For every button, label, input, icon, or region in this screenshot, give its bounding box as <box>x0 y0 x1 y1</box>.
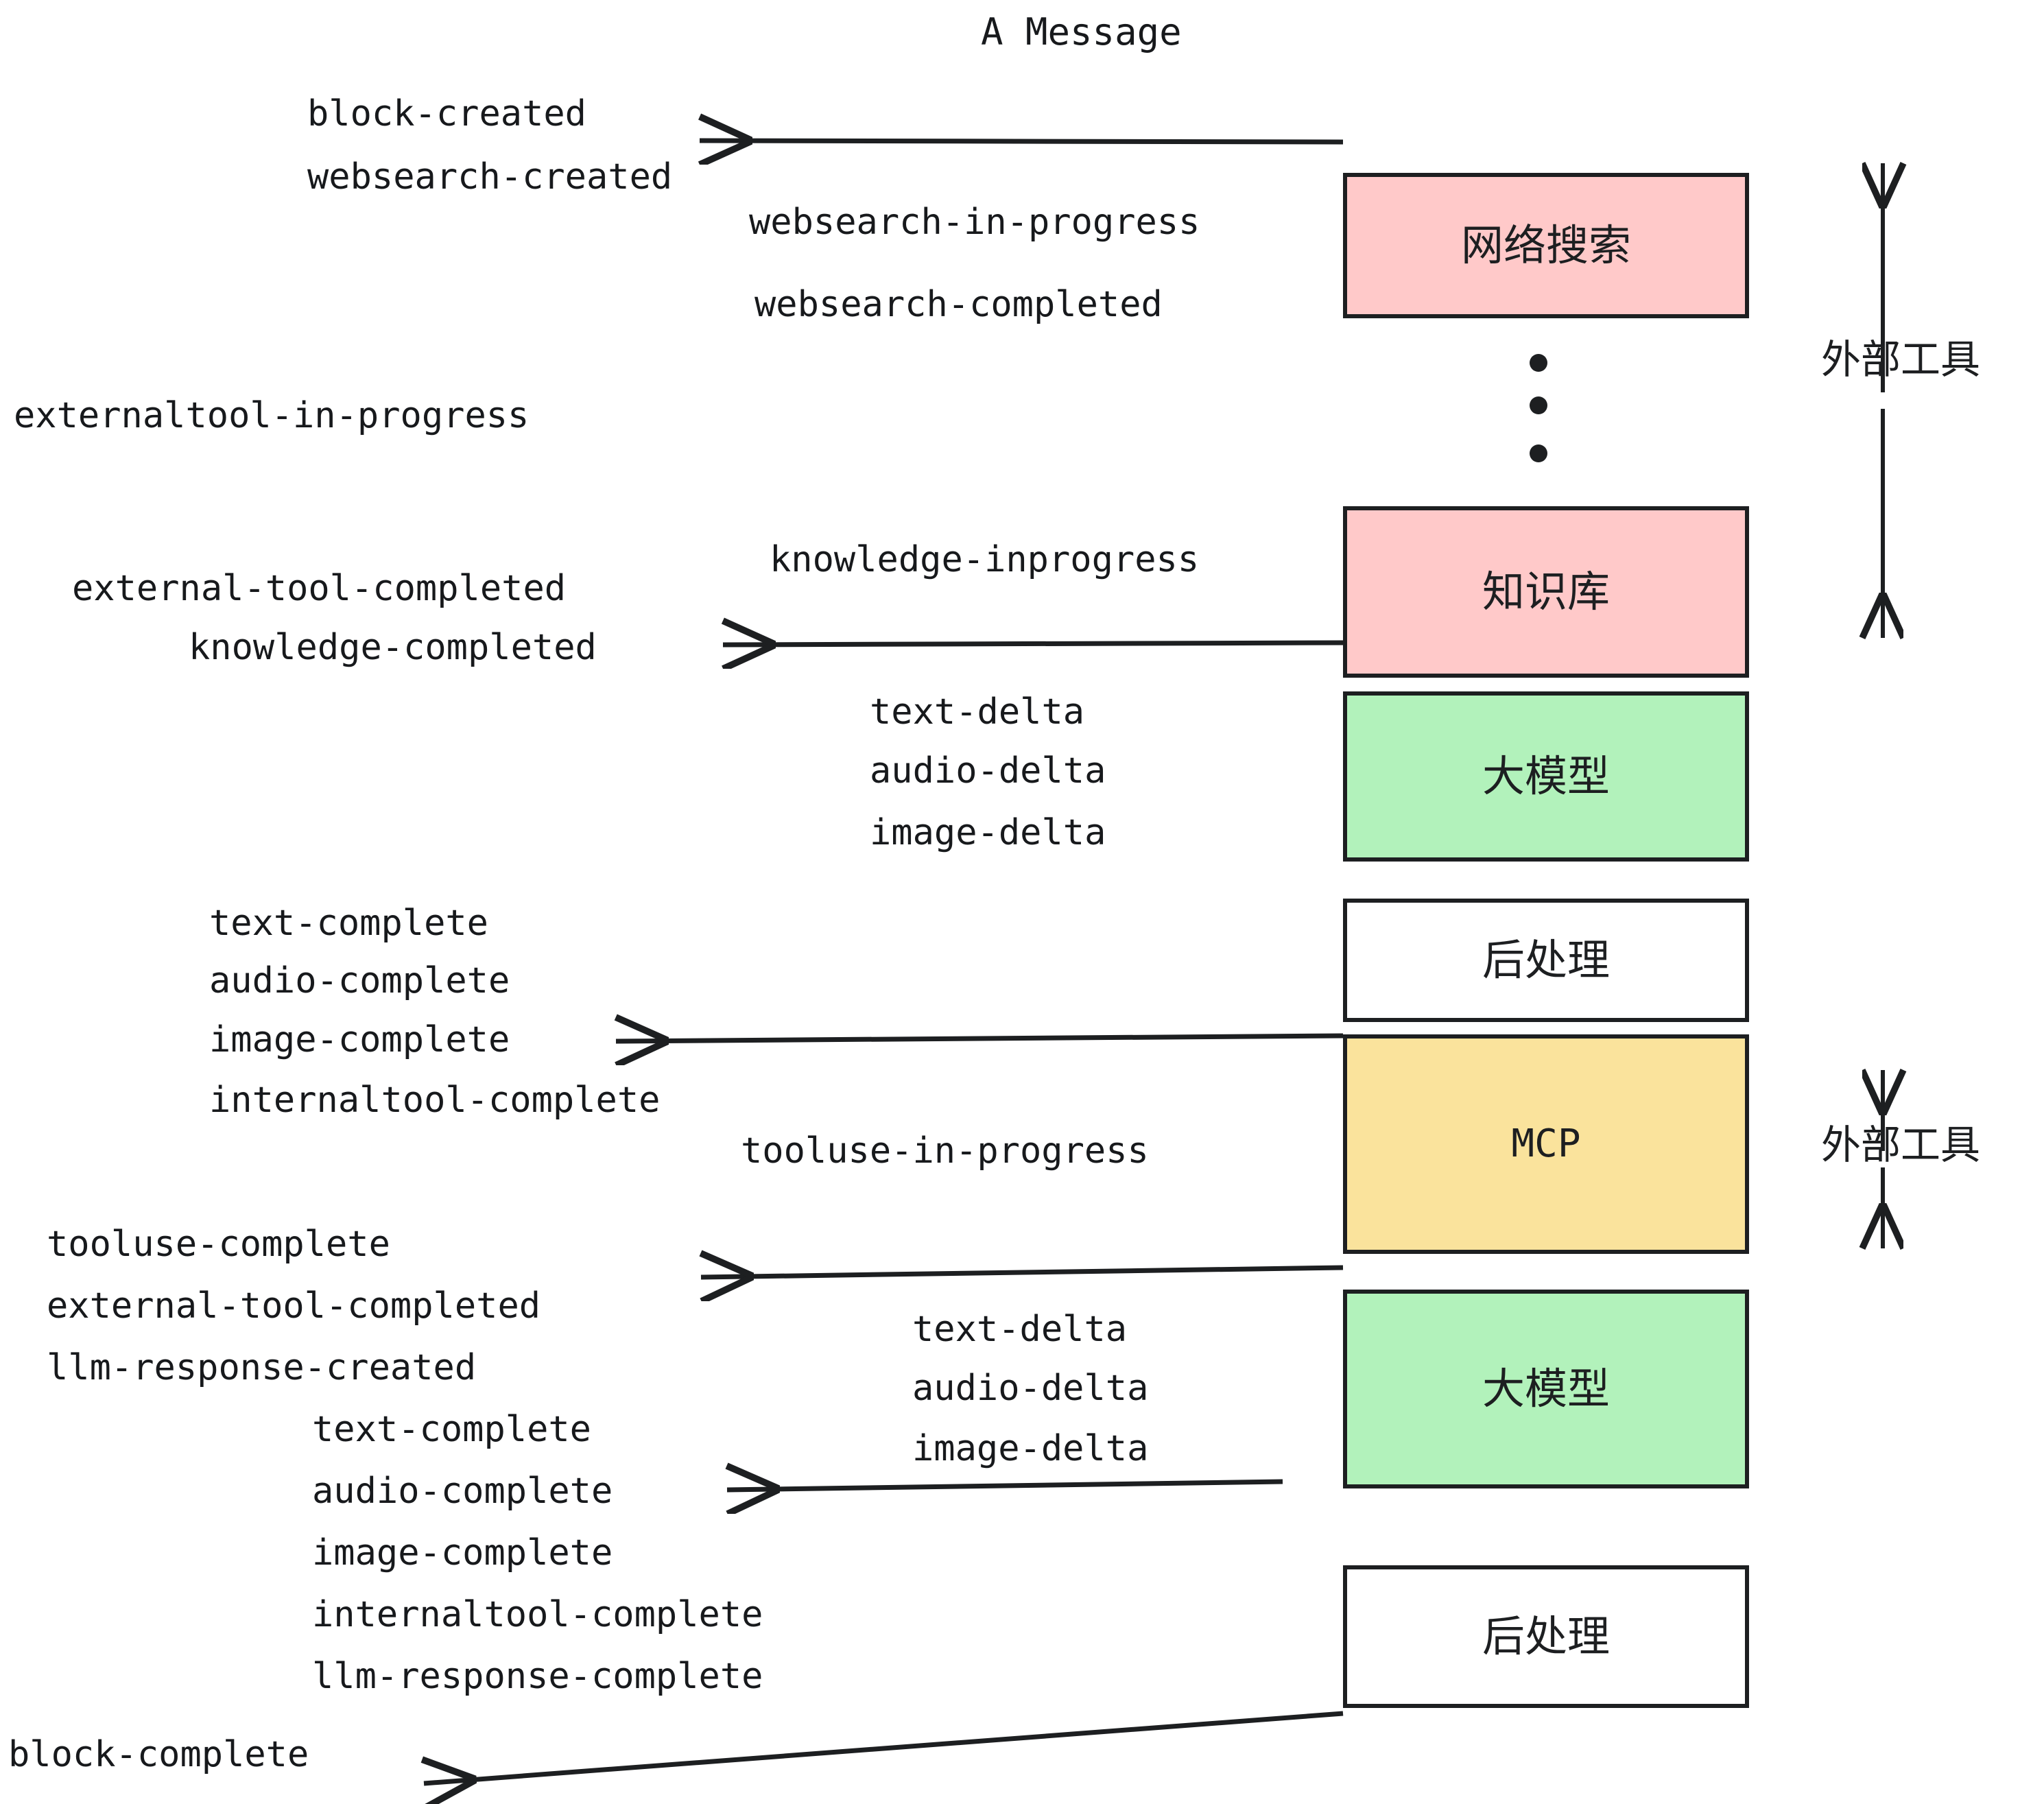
box-label-websearch: 网络搜索 <box>1460 220 1631 270</box>
event-label-llm-response-created: llm-response-created <box>47 1347 477 1388</box>
ellipsis-dot-2 <box>1530 396 1547 414</box>
box-label-postprocess-two: 后处理 <box>1482 1611 1610 1661</box>
event-label-image-complete-1: image-complete <box>209 1019 510 1060</box>
event-label-tooluse-in-progress: tooluse-in-progress <box>741 1130 1149 1172</box>
ellipsis-dot-3 <box>1530 444 1547 462</box>
side-label-external-tool-bottom: 外部工具 <box>1821 1121 1981 1168</box>
event-label-text-delta-1: text-delta <box>870 691 1085 733</box>
box-label-mcp: MCP <box>1511 1121 1581 1166</box>
box-postprocess-two[interactable]: 后处理 <box>1343 1565 1749 1708</box>
event-label-external-tool-completed-1: external-tool-completed <box>72 568 567 609</box>
arrow-tooluse-complete <box>701 1268 1344 1277</box>
event-label-internaltool-complete-1: internaltool-complete <box>209 1080 661 1121</box>
event-label-text-complete-2: text-complete <box>312 1409 591 1450</box>
box-label-postprocess-one: 后处理 <box>1482 935 1610 985</box>
event-label-image-delta-2: image-delta <box>912 1428 1149 1469</box>
event-label-block-created: block-created <box>307 93 586 134</box>
page-title: A Message <box>981 10 1182 54</box>
event-label-websearch-completed: websearch-completed <box>754 284 1163 325</box>
box-websearch[interactable]: 网络搜索 <box>1343 173 1749 318</box>
box-mcp[interactable]: MCP <box>1343 1034 1749 1254</box>
event-label-knowledge-inprogress: knowledge-inprogress <box>770 539 1200 580</box>
event-label-tooluse-complete: tooluse-complete <box>47 1224 390 1265</box>
event-label-llm-response-complete: llm-response-complete <box>312 1656 763 1697</box>
side-label-external-tool-top: 外部工具 <box>1821 336 1981 383</box>
arrow-audio-complete <box>727 1482 1283 1490</box>
event-label-audio-delta-1: audio-delta <box>870 750 1106 792</box>
event-label-websearch-created: websearch-created <box>307 156 673 198</box>
event-label-text-delta-2: text-delta <box>912 1309 1128 1350</box>
event-label-audio-complete-2: audio-complete <box>312 1471 613 1512</box>
event-label-text-complete-1: text-complete <box>209 903 488 944</box>
event-label-internaltool-complete-2: internaltool-complete <box>312 1594 763 1635</box>
event-label-knowledge-completed: knowledge-completed <box>189 627 597 668</box>
box-llm-second[interactable]: 大模型 <box>1343 1290 1749 1488</box>
ellipsis-dot-1 <box>1530 354 1547 372</box>
arrow-image-complete <box>616 1036 1344 1041</box>
event-label-audio-complete-1: audio-complete <box>209 960 510 1001</box>
event-label-websearch-in-progress: websearch-in-progress <box>749 202 1200 243</box>
event-label-audio-delta-2: audio-delta <box>912 1368 1149 1409</box>
event-label-externaltool-in-progress: externaltool-in-progress <box>14 395 530 436</box>
event-label-image-complete-2: image-complete <box>312 1532 613 1574</box>
event-label-image-delta-1: image-delta <box>870 812 1106 853</box>
event-label-external-tool-completed-2: external-tool-completed <box>47 1285 541 1327</box>
box-knowledge[interactable]: 知识库 <box>1343 506 1749 678</box>
arrow-knowledge-completed <box>723 643 1344 645</box>
arrow-block-complete <box>424 1711 1344 1783</box>
arrow-websearch-created <box>700 141 1344 142</box>
event-label-block-complete: block-complete <box>8 1734 309 1775</box>
box-label-llm-first: 大模型 <box>1482 751 1610 801</box>
box-label-llm-second: 大模型 <box>1482 1364 1610 1414</box>
box-llm-first[interactable]: 大模型 <box>1343 691 1749 862</box>
box-label-knowledge: 知识库 <box>1482 567 1610 617</box>
box-postprocess-one[interactable]: 后处理 <box>1343 899 1749 1022</box>
